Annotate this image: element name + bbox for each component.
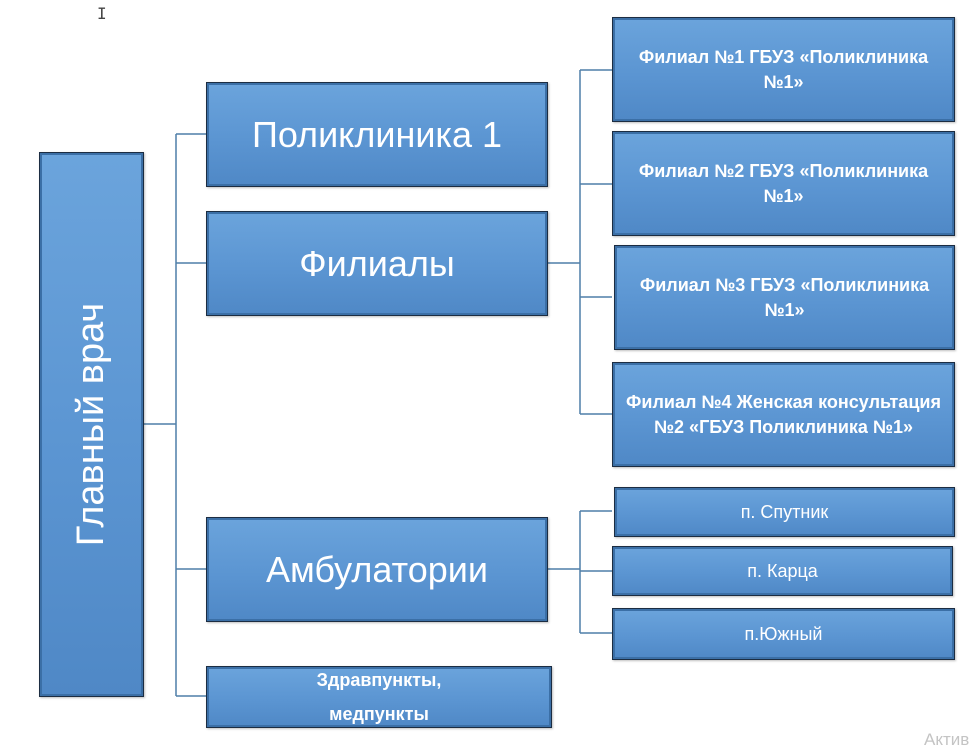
branch-3-box: Филиал №3 ГБУЗ «Поликлиника №1» [614,245,955,350]
chief-doctor-label: Главный врач [70,302,112,547]
health-posts-box: Здравпункты, медпункты [206,666,552,728]
branch-2-label: Филиал №2 ГБУЗ «Поликлиника №1» [638,160,929,206]
sputnik-label: п. Спутник [740,501,829,522]
branch-2-box: Филиал №2 ГБУЗ «Поликлиника №1» [612,131,955,236]
sputnik-box: п. Спутник [614,487,955,537]
branch-1-label: Филиал №1 ГБУЗ «Поликлиника №1» [638,46,929,92]
ambulatories-label: Амбулатории [266,548,488,590]
yuzhny-box: п.Южный [612,608,955,660]
kartsa-box: п. Карца [612,546,953,596]
chief-doctor-box: Главный врач [39,152,144,697]
polyclinic-1-box: Поликлиника 1 [206,82,548,187]
ambulatories-box: Амбулатории [206,517,548,622]
yuzhny-label: п.Южный [744,623,823,644]
branches-label: Филиалы [299,242,455,284]
branch-4-label: Филиал №4 Женская консультация №2 «ГБУЗ … [626,391,941,437]
health-posts-label: Здравпункты, медпункты [316,670,442,724]
branch-1-box: Филиал №1 ГБУЗ «Поликлиника №1» [612,17,955,122]
branch-4-box: Филиал №4 Женская консультация №2 «ГБУЗ … [612,362,955,467]
polyclinic-1-label: Поликлиника 1 [251,113,503,155]
kartsa-label: п. Карца [747,560,818,581]
branches-box: Филиалы [206,211,548,316]
branch-3-label: Филиал №3 ГБУЗ «Поликлиника №1» [639,274,930,320]
text-cursor-icon: I [97,4,107,23]
activation-watermark: Актив [924,730,970,749]
